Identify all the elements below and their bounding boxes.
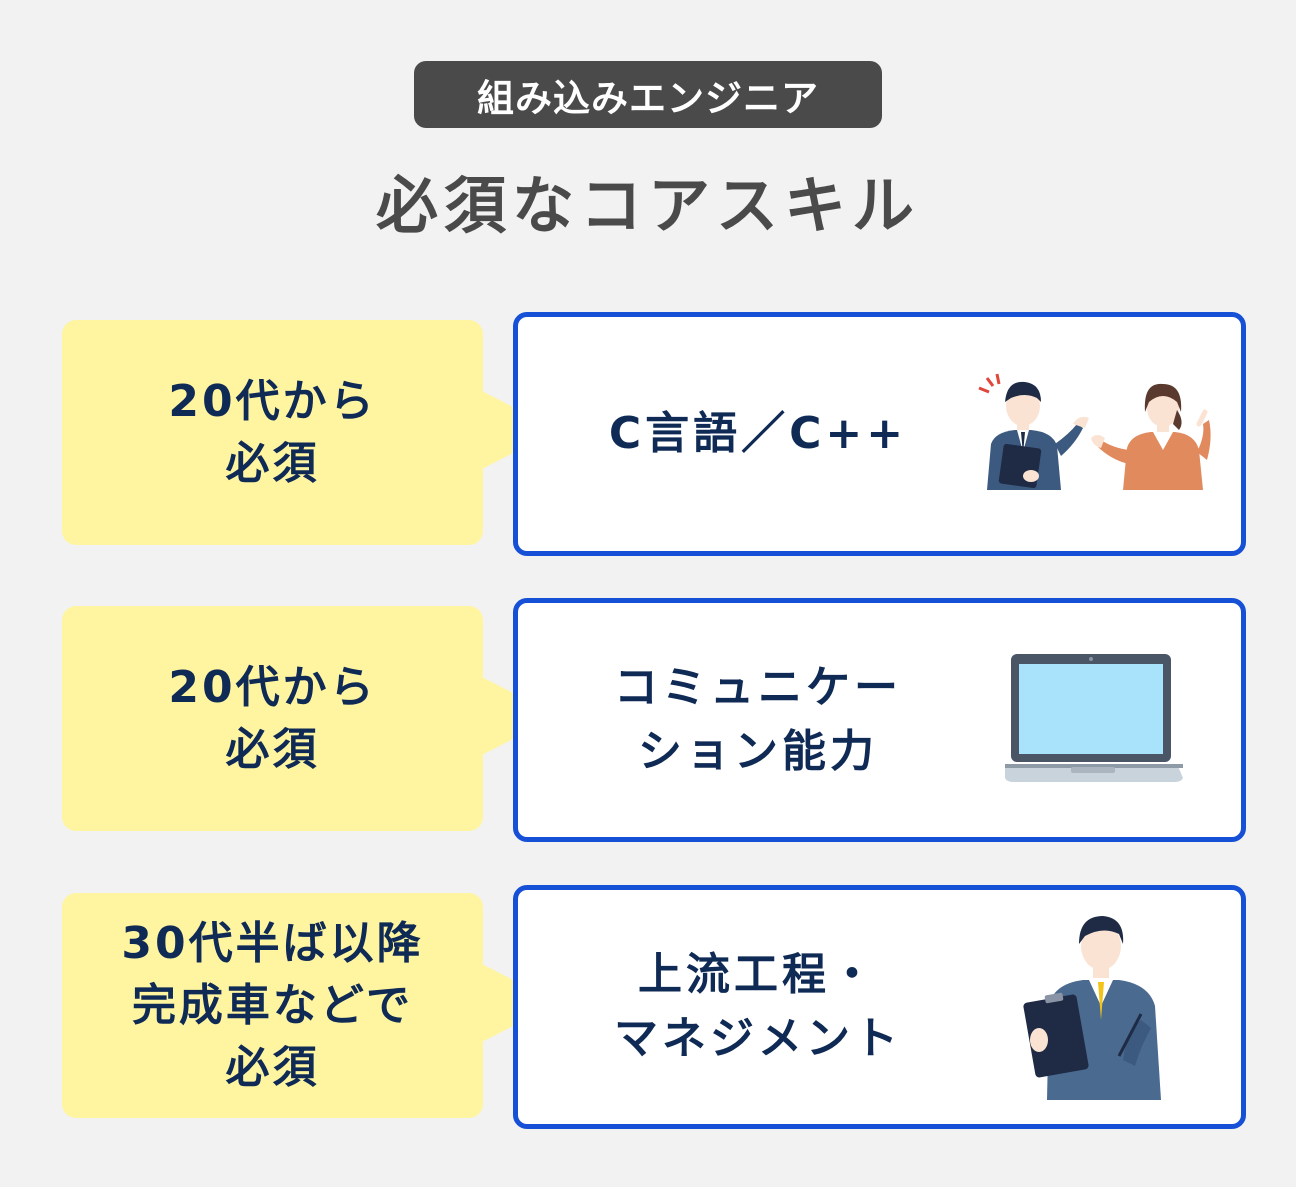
- timing-bubble: 20代から 必須: [62, 320, 483, 545]
- timing-line: 20代から: [168, 375, 377, 427]
- skill-row-communication: 20代から 必須 コミュニケー ション能力: [0, 598, 1296, 842]
- timing-line: 20代から: [168, 661, 377, 713]
- timing-line: 必須: [225, 1041, 320, 1093]
- category-badge: 組み込みエンジニア: [414, 61, 882, 128]
- timing-bubble: 30代半ば以降 完成車などで 必須: [62, 893, 483, 1118]
- laptop-icon: [1005, 654, 1183, 782]
- skill-line: C言語／C++: [608, 408, 908, 459]
- skill-card: 上流工程・ マネジメント: [513, 885, 1246, 1129]
- page-title: 必須なコアスキル: [375, 169, 920, 242]
- skill-row-c-language: 20代から 必須 C言語／C++: [0, 312, 1296, 556]
- timing-line: 必須: [225, 437, 320, 489]
- skill-line: コミュニケー: [614, 662, 902, 713]
- skill-card: C言語／C++: [513, 312, 1246, 556]
- manager-clipboard-icon: [1023, 916, 1161, 1100]
- skill-line: ション能力: [638, 726, 878, 777]
- skill-line: マネジメント: [614, 1013, 902, 1064]
- timing-line: 完成車などで: [131, 979, 414, 1031]
- timing-line: 必須: [225, 723, 320, 775]
- timing-line: 30代半ば以降: [121, 917, 424, 969]
- skill-card: コミュニケー ション能力: [513, 598, 1246, 842]
- skill-label: C言語／C++: [558, 317, 958, 551]
- two-people-talking-icon: [978, 373, 1211, 490]
- timing-bubble: 20代から 必須: [62, 606, 483, 831]
- skill-line: 上流工程・: [638, 949, 878, 1000]
- skill-label: 上流工程・ マネジメント: [558, 890, 958, 1124]
- skill-row-management: 30代半ば以降 完成車などで 必須 上流工程・ マネジメント: [0, 885, 1296, 1129]
- skill-label: コミュニケー ション能力: [558, 603, 958, 837]
